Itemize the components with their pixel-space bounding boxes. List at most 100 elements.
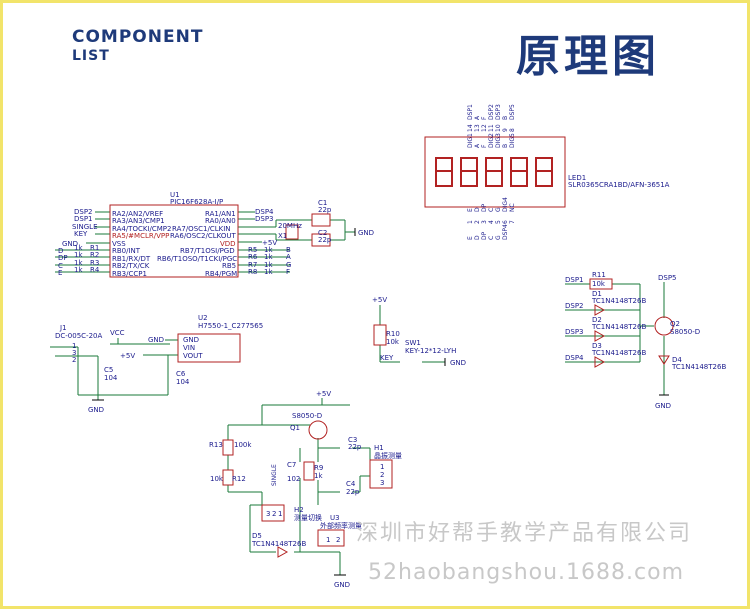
resistor-ref: R5: [248, 246, 257, 254]
led-bottom-num: 5: [495, 220, 502, 224]
pin-label: RB7/T1OSI/PGD: [180, 247, 235, 255]
r12-value: 10k: [210, 475, 224, 483]
led-bottom-net: E: [467, 236, 474, 240]
h2-pin: 2: [272, 510, 276, 518]
led-top-pin: B: [502, 144, 509, 148]
pin-label: RB4/PGM: [205, 270, 237, 278]
u2-pin: VOUT: [183, 352, 203, 360]
sw1-part: KEY-12*12-LYH: [405, 347, 456, 355]
mcu-body: [109, 204, 239, 278]
resistor-value: 1k: [264, 253, 273, 261]
c3-ref: C3: [348, 436, 357, 444]
h2-pin: 3: [266, 510, 270, 518]
resistor-ref: R2: [90, 251, 99, 259]
resistor-ref: R6: [248, 253, 258, 261]
net-label: DSP3: [255, 215, 274, 223]
h1-ref: H1: [374, 444, 384, 452]
led-top-num: 13: [474, 124, 481, 132]
net-label: KEY: [380, 354, 394, 362]
gnd-label: GND: [88, 406, 104, 414]
r10-value: 10k: [386, 338, 400, 346]
led-bottom-pin: D: [474, 207, 481, 212]
led-bottom-num: 7: [509, 220, 516, 224]
r12-ref: R12: [232, 475, 246, 483]
p5v-label: +5V: [372, 296, 387, 304]
resistor-value: 1k: [264, 268, 273, 276]
c5-value: 104: [104, 374, 118, 382]
h2-pin: 1: [278, 510, 282, 518]
resistor-value: 1k: [74, 251, 83, 259]
c7-ref: C7: [287, 461, 296, 469]
heading-line-1: COMPONENT: [72, 27, 204, 47]
pin-label: RB6/T1OSO/T1CKI/PGC: [157, 255, 237, 263]
u3-pin: 1: [326, 536, 330, 544]
net-label: KEY: [74, 230, 88, 238]
c2-value: 22p: [318, 236, 332, 244]
diode-ref: D4: [672, 356, 682, 364]
led-top-net: F: [481, 116, 488, 120]
c7-value: 102: [287, 475, 300, 483]
j1-ref: J1: [59, 324, 67, 332]
led-top-num: 10: [495, 124, 502, 132]
pin-label: RA6/OSC2/CLKOUT: [170, 232, 236, 240]
u2-pin: VIN: [183, 344, 195, 352]
led-top-num: 9: [502, 128, 509, 132]
gnd-label: GND: [358, 229, 374, 237]
h2-label: 测量切换: [294, 513, 322, 522]
pin-label: RA7/OSC1/CLKIN: [172, 225, 231, 233]
c5-ref: C5: [104, 366, 113, 374]
net-label: DP: [58, 254, 68, 262]
u3-header: [317, 529, 345, 547]
c3-value: 22p: [348, 443, 362, 451]
resistor-ref: R4: [90, 266, 100, 274]
gnd-label: GND: [450, 359, 466, 367]
u3-label: 外部频率测量: [320, 521, 362, 530]
net-label: +5V: [262, 239, 277, 247]
net-label: DSP2: [565, 302, 584, 310]
led-display-body: [424, 136, 566, 208]
led-top-pin: DIG3: [495, 133, 502, 148]
watermark-url: 52haobangshou.1688.com: [368, 560, 685, 585]
led-top-num: 12: [481, 124, 488, 132]
h1-header: [369, 459, 393, 489]
led-bottom-net: D: [474, 235, 481, 240]
led-bottom-num: 2: [474, 220, 481, 224]
c6-value: 104: [176, 378, 190, 386]
net-label: GND: [62, 240, 78, 248]
led-bottom-num: 3: [481, 220, 488, 224]
h1-pin: 1: [380, 463, 384, 471]
d5-ref: D5: [252, 532, 262, 540]
p5v-label: +5V: [120, 352, 135, 360]
resistor-ref: R7: [248, 261, 257, 269]
pin-label: RA3/AN3/CMP1: [112, 217, 165, 225]
u2-pin: GND: [183, 336, 199, 344]
led-top-num: 11: [488, 124, 495, 132]
crystal-body: [285, 224, 299, 240]
ground-symbols: [92, 228, 669, 576]
led-top-pin: DIG2: [488, 133, 495, 148]
c1-value: 22p: [318, 206, 332, 214]
resistor-ref: R1: [90, 244, 99, 252]
pin-label: RA1/AN1: [205, 210, 236, 218]
h1-label: 晶振测量: [374, 451, 402, 460]
led-top-net: DSP2: [488, 104, 495, 120]
led-top-pin: A: [474, 143, 481, 148]
crystal-freq: 20MHz: [278, 222, 302, 230]
pin-label: VSS: [112, 240, 126, 248]
u1-ref: U1: [170, 191, 180, 199]
resistor-ref: R8: [248, 268, 257, 276]
resistor-value: 1k: [74, 244, 83, 252]
led-top-net: DSP1: [467, 104, 474, 120]
net-label: SINGLE: [271, 464, 278, 486]
led-top-pin: DIG1: [467, 133, 474, 148]
pin-label: RA2/AN2/VREF: [112, 210, 163, 218]
resistor-ref: R3: [90, 259, 99, 267]
led-bottom-pin: DIG4: [502, 197, 509, 212]
led-bottom-net: DP: [481, 231, 488, 240]
led-bottom-num: 6: [502, 220, 509, 224]
h1-pin: 2: [380, 471, 384, 479]
heading-line-2: LIST: [72, 48, 110, 64]
net-label: DSP4: [565, 354, 584, 362]
